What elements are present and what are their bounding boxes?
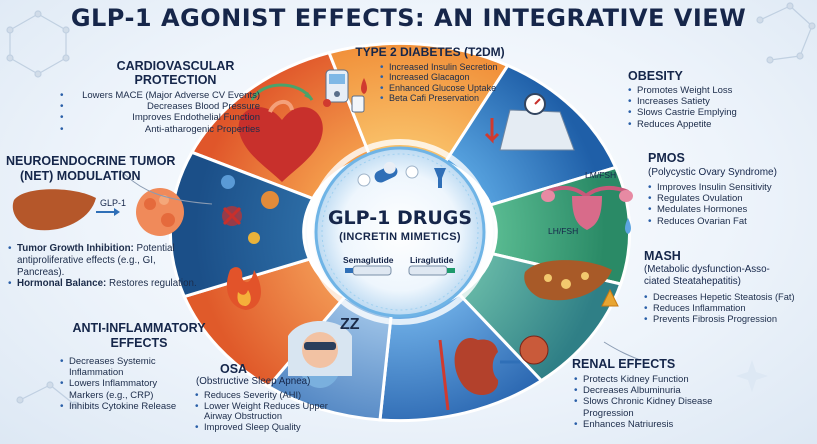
obesity-item: Slows Castrie Emplying [628,107,808,119]
cells-icon [221,175,279,244]
glucose-meter-icon [323,69,367,113]
pmos-label-2: LH/FSH [548,226,579,236]
osa-list: Reduces Severity (AHI) Lower Weight Redu… [195,390,345,433]
obesity-title: OBESITY [628,69,683,83]
tumor-cell-icon [136,188,184,236]
t2dm-item: Increased Glacagon [380,72,530,84]
center-title: GLP-1 DRUGS [327,207,473,229]
t2dm-title: TYPE 2 DIABETES (T2DM) [355,45,505,59]
pills-icon [357,161,446,188]
obesity-list: Promotes Weight Loss Increases Satiety S… [628,85,808,131]
center-subtitle: (INCRETIN MIMETICS) [339,231,461,243]
obesity-item: Promotes Weight Loss [628,85,808,97]
osa-item: Improved Sleep Quality [195,422,345,433]
pmos-subtitle: (Polycystic Ovary Syndrome) [648,167,777,178]
net-item: Tumor Growth Inhibition: Potential antip… [8,243,203,278]
renal-item: Decreases Albuminuria [574,385,749,397]
net-item: Hormonal Balance: Restores regulation. [8,278,203,290]
mash-item: Prevents Fibrosis Progression [644,314,816,326]
renal-item: Enhances Natriuresis [574,419,749,431]
scale-icon [484,93,575,151]
anti-list: Decreases Systemic Inflammation Lowers I… [60,356,178,413]
t2dm-item: Enhanced Glucose Uptake [380,83,530,95]
net-list: Tumor Growth Inhibition: Potential antip… [8,243,203,290]
net-title-line1: NEUROENDOCRINE TUMOR [6,154,176,168]
pmos-item: Improves Insulin Sensitivity [648,182,816,194]
anti-item: Inhibits Cytokine Release [60,401,178,413]
osa-title: OSA [220,362,248,376]
net-item1-text: Potential antiproliferative effects (e.g… [17,243,175,278]
net-item2-bold: Hormonal Balance: [17,278,107,290]
mash-title: MASH [644,249,681,263]
pmos-title: PMOS [648,151,685,165]
cardio-item: Lowers MACE (Major Adverse CV Events) [60,90,260,102]
mash-list: Decreases Hepetic Steatosis (Fat) Reduce… [644,292,816,326]
uterus-icon [541,185,633,234]
pmos-item: Reduces Ovarian Fat [648,216,816,228]
t2dm-list: Increased Insulin Secretion Increased Gl… [380,62,530,105]
renal-item: Protects Kidney Function [574,374,749,386]
net-item2-text: Restores regulation. [106,278,197,290]
net-liver-icon [12,189,120,231]
osa-item: Lower Weight Reduces Upper Airway Obstru… [195,401,345,422]
renal-title: RENAL EFFECTS [572,357,676,371]
cardio-title-line1: CARDIOVASCULAR [116,59,235,73]
pmos-label-1: LM/FSH [585,170,617,180]
mash-item: Reduces Inflammation [644,303,816,315]
sleeping-person-icon [288,321,352,388]
anti-item: Lowers Inflammatory Markers (e.g., CRP) [60,378,178,400]
renal-list: Protects Kidney Function Decreases Album… [574,374,749,431]
cardio-list: Lowers MACE (Major Adverse CV Events) De… [60,90,260,136]
mash-subtitle-line1: (Metabolic dysfunction-Asso- [644,264,770,275]
net-item1-bold: Tumor Growth Inhibition: [17,243,134,254]
anti-title-line2: EFFECTS [110,336,168,350]
sleep-zz-icon: ZZ [340,316,360,333]
injection-pens-icon [345,265,455,276]
pmos-list: Improves Insulin Sensitivity Regulates O… [648,182,816,228]
drug-label-semaglutide: Semaglutide [343,255,394,265]
anti-title-line1: ANTI-INFLAMMATORY [72,321,206,335]
mash-item: Decreases Hepetic Steatosis (Fat) [644,292,816,304]
t2dm-item: Beta Cafi Preservation [380,93,530,105]
cardio-item: Improves Endothelial Function [60,112,260,124]
cardio-title-line2: PROTECTION [134,73,217,87]
osa-subtitle: (Obstructive Sleep Apnea) [196,376,311,387]
mash-subtitle-line2: ciated Steatahepatitis) [644,276,741,287]
renal-item: Slows Chronic Kidney Disease Progression [574,396,749,418]
osa-item: Reduces Severity (AHI) [195,390,345,401]
net-title-line2: (NET) MODULATION [20,169,141,183]
obesity-item: Reduces Appetite [628,119,808,131]
cardio-item: Decreases Blood Pressure [60,101,260,113]
drug-label-liraglutide: Liraglutide [410,255,454,265]
kidney-icon [438,335,549,411]
page-title: GLP-1 AGONIST EFFECTS: AN INTEGRATIVE VI… [70,4,747,32]
fire-icon [226,267,261,310]
pmos-item: Medulates Hormones [648,204,816,216]
liver-icon [524,260,619,307]
cardio-item: Anti-atharogenic Properties [60,124,260,136]
anti-item: Decreases Systemic Inflammation [60,356,178,378]
t2dm-item: Increased Insulin Secretion [380,62,530,74]
obesity-item: Increases Satiety [628,96,808,108]
net-glp1-label: GLP-1 [100,198,127,208]
pmos-item: Regulates Ovulation [648,193,816,205]
